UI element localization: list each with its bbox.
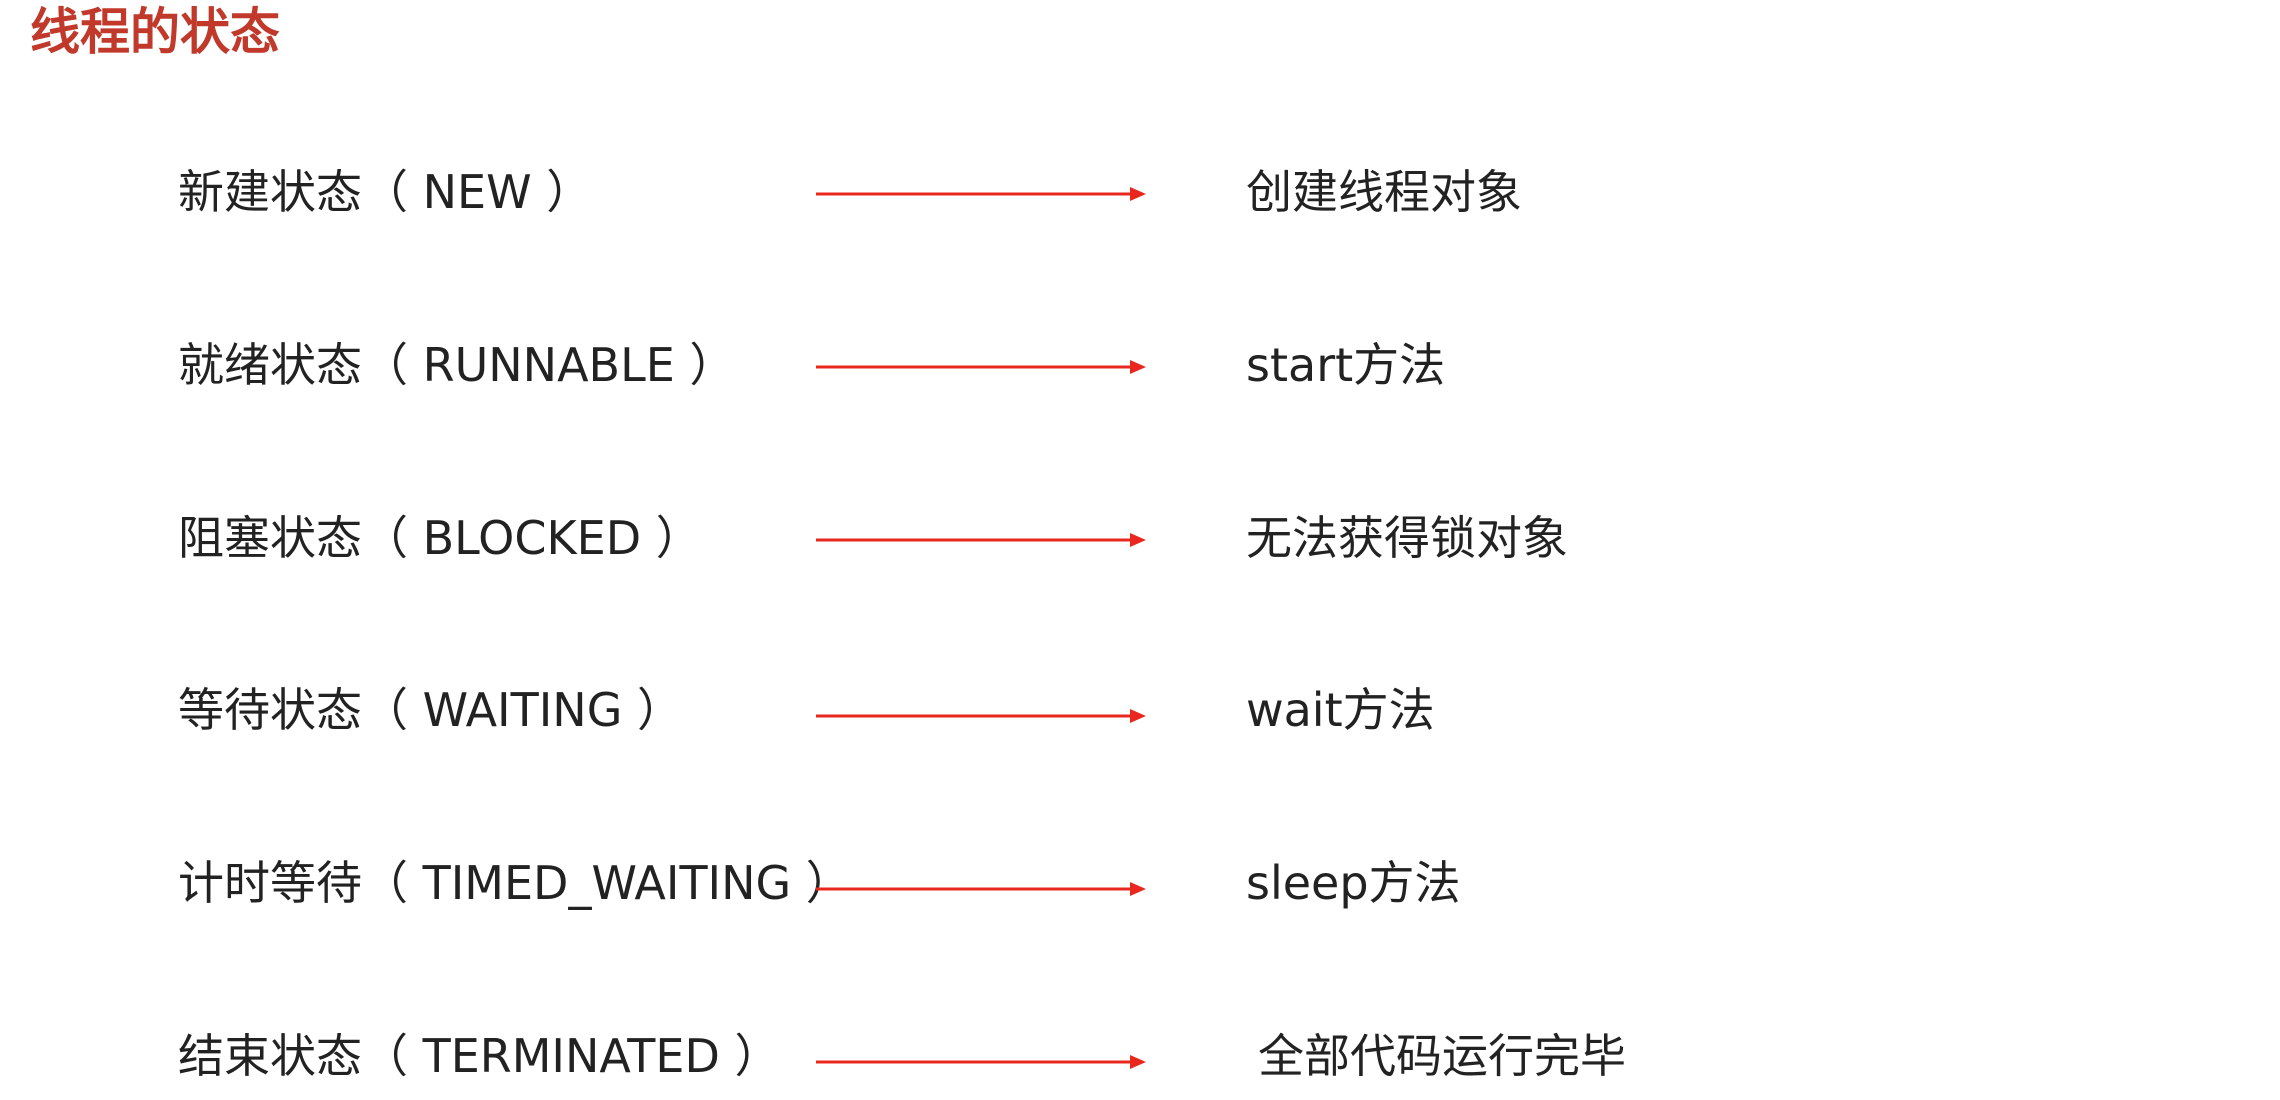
right-arrow-icon: [816, 882, 1146, 896]
state-row-timed-waiting: 计时等待（ TIMED_WAITING ） sleep方法: [0, 843, 2280, 923]
state-label: 结束状态（ TERMINATED ）: [178, 1029, 781, 1083]
right-arrow-icon: [816, 709, 1146, 723]
state-description: 创建线程对象: [1246, 165, 1522, 219]
page-title: 线程的状态: [30, 3, 280, 61]
state-row-blocked: 阻塞状态（ BLOCKED ） 无法获得锁对象: [0, 498, 2280, 578]
state-description: 无法获得锁对象: [1246, 511, 1568, 565]
state-label: 新建状态（ NEW ）: [178, 165, 593, 219]
state-description: start方法: [1246, 338, 1446, 392]
state-row-terminated: 结束状态（ TERMINATED ） 全部代码运行完毕: [0, 1016, 2280, 1096]
right-arrow-icon: [816, 360, 1146, 374]
state-row-waiting: 等待状态（ WAITING ） wait方法: [0, 670, 2280, 750]
state-label: 等待状态（ WAITING ）: [178, 683, 683, 737]
state-row-new: 新建状态（ NEW ） 创建线程对象: [0, 152, 2280, 232]
state-label: 计时等待（ TIMED_WAITING ）: [178, 856, 852, 910]
state-row-runnable: 就绪状态（ RUNNABLE ） start方法: [0, 325, 2280, 405]
right-arrow-icon: [816, 1055, 1146, 1069]
state-description: 全部代码运行完毕: [1258, 1029, 1626, 1083]
right-arrow-icon: [816, 533, 1146, 547]
state-label: 阻塞状态（ BLOCKED ）: [178, 511, 702, 565]
state-label: 就绪状态（ RUNNABLE ）: [178, 338, 736, 392]
right-arrow-icon: [816, 187, 1146, 201]
state-description: sleep方法: [1246, 856, 1461, 910]
state-description: wait方法: [1246, 683, 1435, 737]
